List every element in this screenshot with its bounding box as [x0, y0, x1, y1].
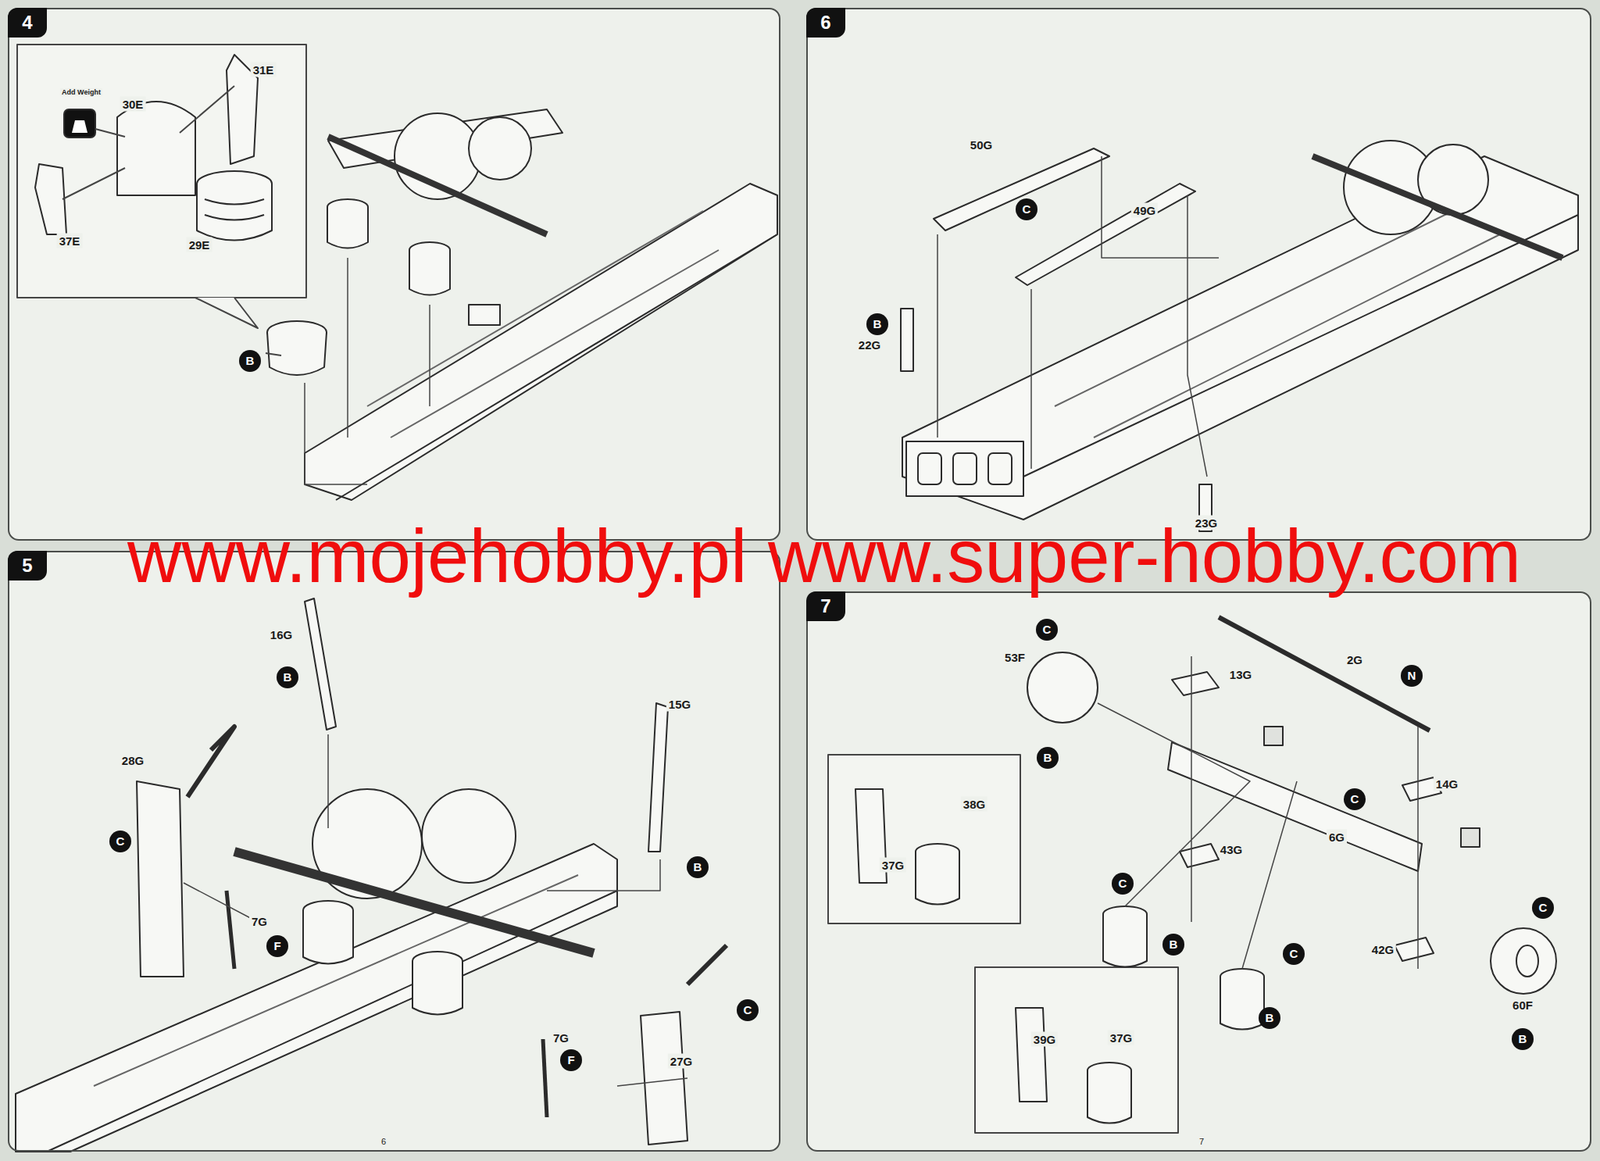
page-number: 7 — [1196, 1135, 1207, 1147]
part-number: 37G — [1107, 1030, 1135, 1046]
step-number: 5 — [7, 550, 47, 581]
callout-letter: B — [866, 313, 889, 336]
step-number: 4 — [7, 7, 47, 38]
part-number: 50G — [967, 137, 995, 153]
part-number: 6G — [1326, 829, 1347, 845]
color-callout: F — [266, 935, 289, 958]
callout-letter: B — [1258, 1007, 1281, 1029]
callout-letter: C — [1532, 896, 1554, 919]
callout-letter: B — [239, 350, 261, 372]
part-number: 15G — [666, 696, 693, 712]
callout-letter: C — [1035, 618, 1058, 641]
color-callout: C — [1015, 198, 1038, 221]
part-number: 38G — [960, 796, 988, 812]
part-number: 7G — [249, 914, 270, 929]
part-number: 29E — [186, 237, 213, 253]
part-number: 16G — [267, 627, 295, 643]
step-number: 7 — [806, 591, 846, 622]
color-callout: B — [1258, 1007, 1281, 1029]
callout-letter: C — [109, 830, 132, 853]
color-callout: C — [1035, 618, 1058, 641]
part-number: 2G — [1344, 652, 1365, 668]
color-callout: B — [686, 856, 709, 879]
color-callout: C — [109, 830, 132, 853]
callout-letter: C — [1282, 942, 1305, 965]
color-callout: B — [866, 313, 889, 336]
part-number: 43G — [1217, 842, 1245, 858]
callout-letter: C — [1015, 198, 1038, 221]
step-panel: 5B C B F C F — [7, 550, 781, 1152]
part-number: 37E — [57, 233, 83, 249]
step-6-drawing — [900, 140, 1579, 532]
part-number: 27G — [667, 1053, 695, 1069]
part-number: 7G — [550, 1030, 572, 1046]
watermark: www.mojehobby.pl www.super-hobby.com — [122, 518, 1526, 594]
callout-letter: B — [1036, 746, 1059, 769]
page-number: 6 — [378, 1135, 389, 1147]
part-number: 13G — [1227, 667, 1254, 683]
color-callout: C — [1532, 896, 1554, 919]
callout-letter: N — [1400, 664, 1423, 687]
color-callout: F — [560, 1049, 583, 1072]
callout-letter: B — [276, 666, 299, 689]
part-number: 14G — [1433, 776, 1461, 792]
callout-letter: C — [736, 999, 759, 1022]
color-callout: N — [1400, 664, 1423, 687]
part-number: Add Weight — [60, 88, 103, 97]
step-panel: 6C B — [806, 7, 1592, 541]
color-callout: B — [1036, 746, 1059, 769]
part-number: 49G — [1131, 203, 1158, 218]
part-number: 37G — [879, 857, 907, 873]
color-callout: C — [1282, 942, 1305, 965]
callout-letter: B — [1511, 1028, 1534, 1050]
callout-letter: B — [1162, 933, 1185, 956]
step-panel: 7CNBCCCBCBB — [806, 591, 1592, 1152]
step-4-drawing — [17, 44, 778, 500]
callout-letter: C — [1343, 788, 1366, 811]
step-number: 6 — [806, 7, 846, 38]
step-panel: 4B — [7, 7, 781, 541]
color-callout: B — [1511, 1028, 1534, 1050]
part-number: 28G — [119, 753, 147, 768]
color-callout: C — [736, 999, 759, 1022]
part-number: 39G — [1031, 1032, 1058, 1047]
color-callout: C — [1343, 788, 1366, 811]
color-callout: B — [239, 350, 261, 372]
part-number: 30E — [120, 96, 147, 112]
part-number: 42G — [1369, 942, 1397, 958]
part-number: 53F — [1002, 650, 1028, 665]
part-number: 22G — [856, 337, 883, 353]
color-callout: B — [1162, 933, 1185, 956]
panel-grounds — [7, 7, 1592, 1152]
color-callout: C — [1111, 872, 1134, 895]
color-callout: B — [276, 666, 299, 689]
part-number: 60F — [1510, 997, 1536, 1013]
step-5-drawing — [15, 598, 727, 1152]
callout-letter: B — [686, 856, 709, 879]
callout-letter: F — [266, 935, 289, 958]
part-number: 31E — [250, 62, 277, 78]
callout-letter: C — [1111, 872, 1134, 895]
step-7-drawing — [828, 617, 1557, 1133]
callout-letter: F — [560, 1049, 583, 1072]
